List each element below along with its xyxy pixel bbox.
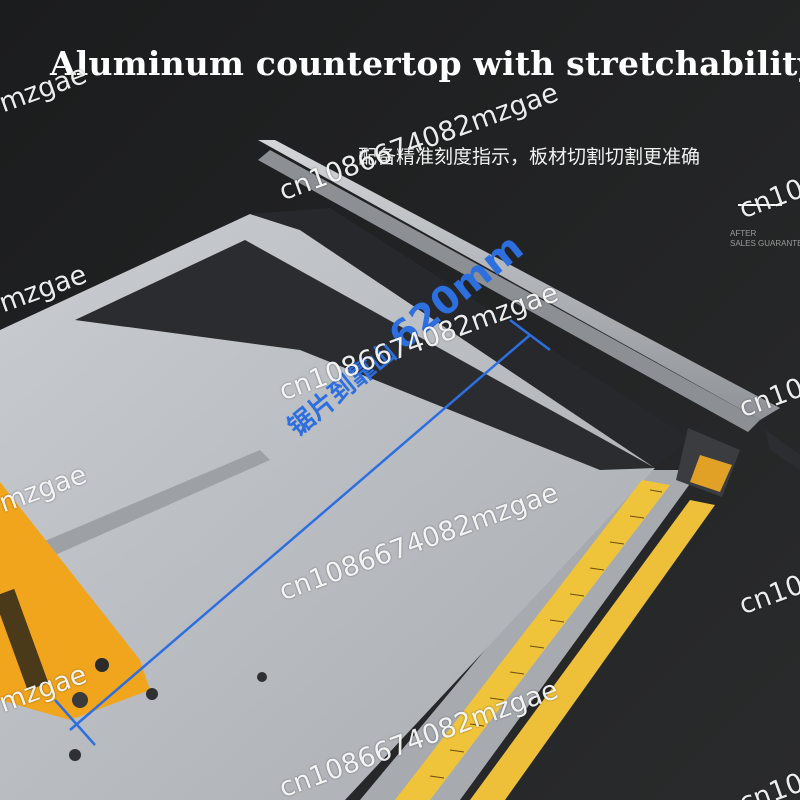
after-sales-line-2: SALES GUARANTEE [730,239,800,248]
table-opening-shadow [75,240,655,470]
measure-line [54,319,551,746]
divider-line [738,204,782,206]
table-opening [250,208,690,468]
plate-screw-2 [72,692,88,708]
rip-fence [258,140,780,420]
ruler-ticks [429,489,663,779]
fence-clamp [690,455,732,492]
table-bolt [146,688,158,700]
fence-lever [765,430,800,470]
aluminum-tabletop [0,214,655,800]
after-sales-line-1: AFTER [730,229,757,238]
after-sales-text: AFTER SALES GUARANTEE [730,229,800,249]
ruler-strip-outer [395,480,670,800]
ruler-strip-inner [470,500,715,800]
rip-fence-face [258,150,760,432]
table-bolt-3 [69,749,81,761]
blade-slot [0,588,49,691]
headline: Aluminum countertop with stretchability [50,44,800,83]
miter-slot [0,450,270,575]
table-bolt-2 [257,672,267,682]
subheadline: 配备精准刻度指示，板材切割切割更准确 [358,146,701,168]
plate-screw [95,658,109,672]
